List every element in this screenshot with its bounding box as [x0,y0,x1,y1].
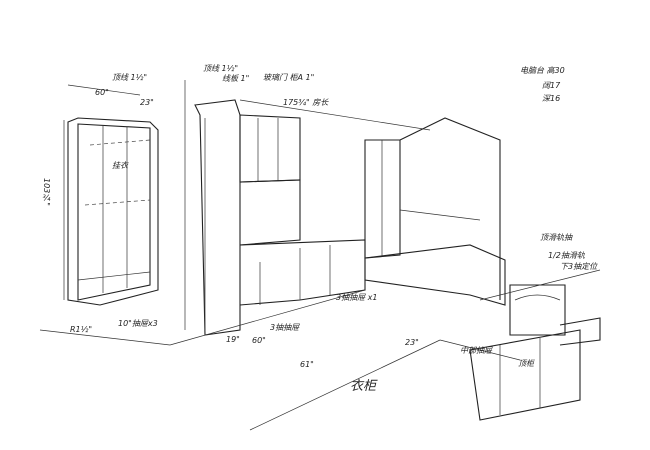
label-desk-width: 19" [226,335,240,344]
label-wardrobe-shelf: 挂衣 [112,161,128,170]
desk-hutch [239,99,431,306]
label-bottom-cabinet: 顶柜 [518,359,534,368]
label-wardrobe-top: 顶线 1½" [112,73,148,82]
label-computer-desk: 电脑台 高30 [520,66,565,75]
label-floor-title: 衣柜 [350,379,377,394]
tall-cabinet [184,80,241,336]
label-upper-cabinet: 玻璃门 柜A 1" [263,73,315,82]
label-wardrobe-height: 103¾" [42,178,51,206]
label-desk-d: 深16 [542,94,561,103]
floor-lines [39,269,601,431]
bed-cabinet [364,117,506,306]
label-tall-crown: 线板 1" [222,74,250,83]
label-desk-length: 60" [252,336,266,345]
computer-desk-detail [469,284,601,421]
wardrobe [63,84,159,306]
label-floor-length: 61" [300,360,314,369]
label-lower-drawer: 下3抽定位 [560,262,598,271]
label-wardrobe-radius: R1½" [70,325,93,334]
label-drawer-note-2: 3抽抽屉 x1 [336,293,378,302]
label-floor-depth: 23" [405,338,419,347]
label-drawer-note-1: 3抽抽屉 [270,323,300,332]
label-tall-top: 顶线 1½" [203,64,239,73]
label-half-drawer: 1/2抽滑轨 [548,251,585,260]
label-top-drawer: 顶滑轨抽 [540,233,572,242]
label-wardrobe-width: 60" [95,88,109,97]
label-wall-length: 175¾" 房长 [283,98,329,107]
label-desk-w: 阔17 [542,81,561,90]
label-wardrobe-depth: 23" [140,98,154,107]
label-wardrobe-drawers: 10"抽屉x3 [118,319,158,328]
label-middle-drawer: 中部抽屉 [460,346,492,355]
